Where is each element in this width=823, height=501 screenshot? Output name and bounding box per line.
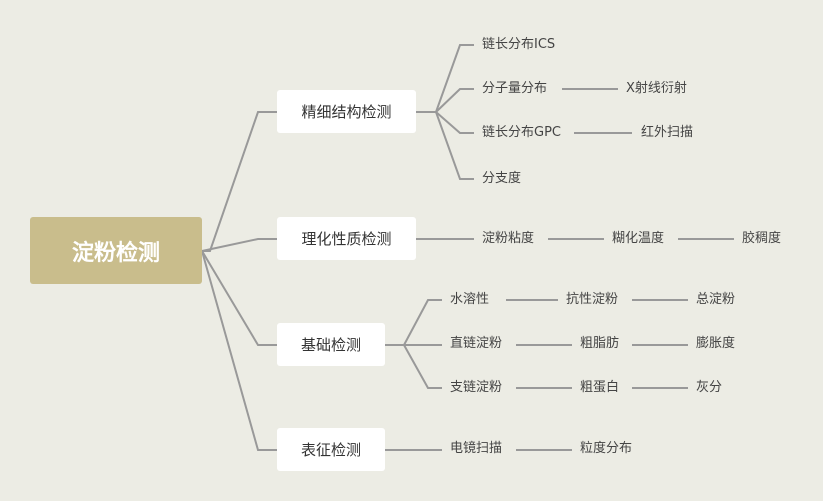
connector-line (201, 238, 277, 252)
branch-basic[interactable]: 基础检测 (277, 323, 385, 366)
leaf-branching-degree[interactable]: 分支度 (482, 171, 522, 186)
leaf-crude-fat[interactable]: 粗脂肪 (580, 336, 620, 351)
connector-line (202, 111, 277, 252)
leaf-molecular-weight[interactable]: 分子量分布 (482, 81, 548, 96)
leaf-ash[interactable]: 灰分 (696, 380, 723, 395)
connector-line (435, 111, 474, 180)
leaf-swelling-power[interactable]: 膨胀度 (696, 336, 736, 351)
leaf-chain-length-ics[interactable]: 链长分布ICS (482, 37, 556, 52)
leaf-amylopectin[interactable]: 支链淀粉 (450, 380, 503, 395)
branch-characterization[interactable]: 表征检测 (277, 428, 385, 471)
connector-line (201, 250, 277, 451)
leaf-gelatinization-temp[interactable]: 糊化温度 (612, 231, 665, 246)
leaf-water-solubility[interactable]: 水溶性 (450, 292, 490, 307)
root-node[interactable]: 淀粉检测 (30, 217, 202, 284)
leaf-xray-diffraction[interactable]: X射线衍射 (626, 81, 687, 96)
connector-line (416, 44, 474, 113)
leaf-particle-size[interactable]: 粒度分布 (580, 441, 633, 456)
leaf-amylose[interactable]: 直链淀粉 (450, 336, 503, 351)
connector-line (403, 344, 442, 389)
leaf-total-starch[interactable]: 总淀粉 (696, 292, 736, 307)
connector-line (435, 111, 474, 134)
leaf-infrared-scan[interactable]: 红外扫描 (641, 125, 694, 140)
branch-fine-structure[interactable]: 精细结构检测 (277, 90, 416, 133)
connector-line (201, 250, 277, 346)
leaf-chain-length-gpc[interactable]: 链长分布GPC (482, 125, 561, 140)
branch-physicochemical[interactable]: 理化性质检测 (277, 217, 416, 260)
connector-line (385, 299, 442, 346)
leaf-gel-consistency[interactable]: 胶稠度 (742, 231, 782, 246)
connector-line (435, 88, 474, 113)
leaf-sem-scan[interactable]: 电镜扫描 (450, 441, 503, 456)
leaf-starch-viscosity[interactable]: 淀粉粘度 (482, 231, 535, 246)
leaf-crude-protein[interactable]: 粗蛋白 (580, 380, 620, 395)
leaf-resistant-starch[interactable]: 抗性淀粉 (566, 292, 619, 307)
